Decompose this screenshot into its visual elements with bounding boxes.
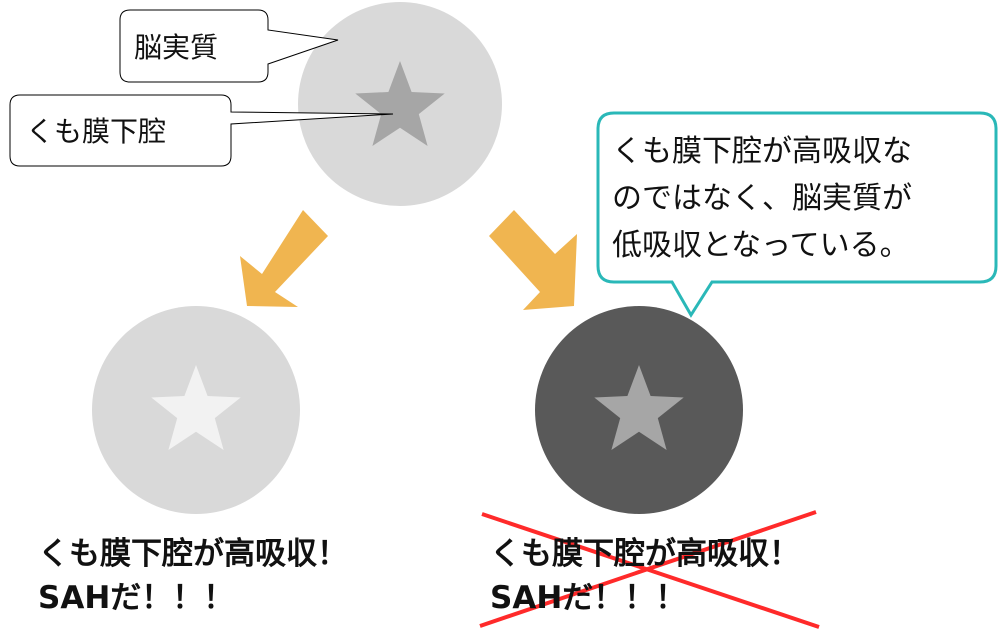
top-star-icon [355, 61, 445, 146]
subarachnoid-callout-box [9, 94, 394, 167]
subarachnoid-label: くも膜下腔 [26, 115, 167, 148]
right-caption-line-1: くも膜下腔が高吸収！ [490, 536, 800, 572]
note-line-2: のではなく、脳実質が [612, 181, 912, 216]
right-star-icon [594, 365, 684, 450]
parenchyma-callout-box [119, 9, 339, 83]
cross-line-a [481, 512, 820, 629]
right-caption-line-2: SAHだ！！！ [490, 580, 687, 616]
left-star-icon [151, 365, 241, 450]
note-line-3: 低吸収となっている。 [612, 228, 910, 263]
left-caption-line-2: SAHだ！！！ [38, 580, 235, 616]
parenchyma-label: 脳実質 [134, 31, 219, 64]
left-caption: くも膜下腔が高吸収！ SAHだ！！！ [38, 532, 348, 620]
note-text: くも膜下腔が高吸収な のではなく、脳実質が 低吸収となっている。 [612, 128, 982, 269]
note-line-1: くも膜下腔が高吸収な [612, 134, 912, 169]
right-caption: くも膜下腔が高吸収！ SAHだ！！！ [490, 532, 800, 620]
left-caption-line-1: くも膜下腔が高吸収！ [38, 536, 348, 572]
left-down-arrow [240, 210, 328, 307]
cross-line-b [479, 510, 817, 628]
right-down-arrow [489, 210, 577, 310]
note-speech-bubble [596, 111, 998, 318]
